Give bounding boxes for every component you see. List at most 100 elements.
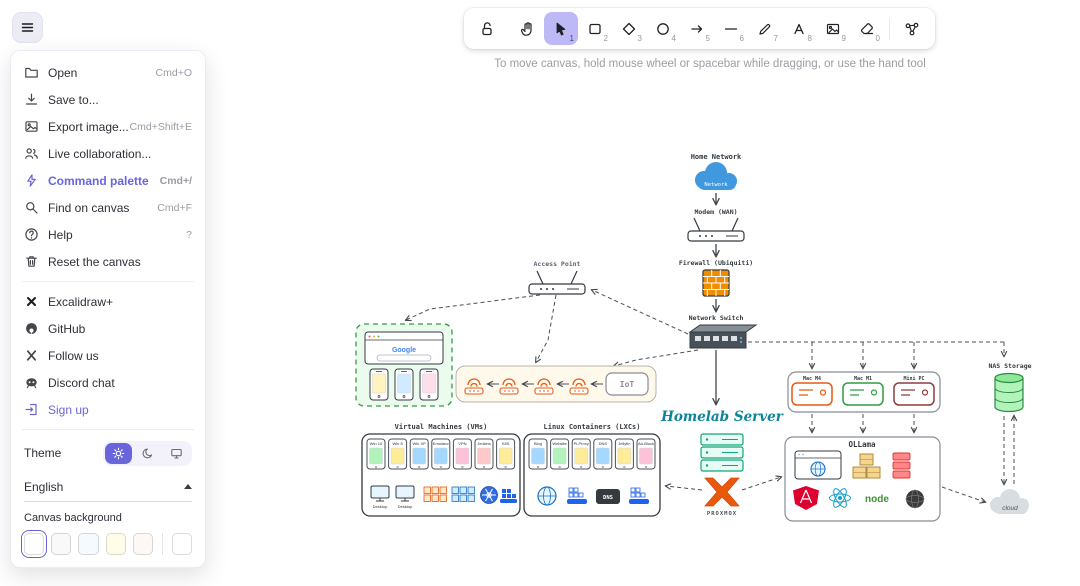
menu-item-command-palette[interactable]: Command palette Cmd+/ <box>18 167 198 194</box>
menu-item-label: Sign up <box>48 403 192 417</box>
tool-key: 5 <box>706 34 710 43</box>
theme-light-button[interactable] <box>105 443 132 464</box>
switch-node[interactable]: Network Switch <box>689 314 756 348</box>
line-icon <box>722 20 740 38</box>
firewall-label: Firewall (Ubiquiti) <box>679 259 753 267</box>
tool-eraser[interactable]: 0 <box>850 12 884 45</box>
svg-text:Emulator: Emulator <box>433 441 450 446</box>
svg-text:DNS: DNS <box>603 495 613 501</box>
menu-item-save-to[interactable]: Save to... <box>18 86 198 113</box>
bg-swatch-gray[interactable] <box>51 533 71 555</box>
theme-dark-button[interactable] <box>134 443 161 464</box>
menu-item-label: Discord chat <box>48 376 192 390</box>
tool-key: 3 <box>638 34 642 43</box>
tool-diamond[interactable]: 3 <box>612 12 646 45</box>
tool-key: 4 <box>672 34 676 43</box>
client-devices-group[interactable]: Google <box>356 324 452 406</box>
dash-ollama-cloud <box>942 487 985 502</box>
dash-ap-clients <box>406 295 540 320</box>
ollama-group[interactable]: OLLama node <box>785 437 940 521</box>
svg-text:Jenkins: Jenkins <box>477 441 491 446</box>
menu-item-follow-us[interactable]: Follow us <box>18 342 198 369</box>
dash-switch-iot <box>614 350 698 366</box>
tool-key: 0 <box>876 34 880 43</box>
svg-text:Mac M1: Mac M1 <box>854 376 872 382</box>
bg-swatch-pink[interactable] <box>133 533 153 555</box>
bg-swatch-white[interactable] <box>24 533 44 555</box>
tool-text[interactable]: 8 <box>782 12 816 45</box>
tool-hand[interactable] <box>510 12 544 45</box>
browser-globe-icon <box>795 451 841 479</box>
cloud-node[interactable]: cloud <box>990 489 1029 514</box>
modem-node[interactable]: Modem (WAN) <box>688 208 744 241</box>
lxc-group[interactable]: Linux Containers (LXCs) Blog Website Pi-… <box>524 423 660 516</box>
tool-image[interactable]: 9 <box>816 12 850 45</box>
homelab-title: Homelab Server <box>660 409 784 425</box>
menu-item-github[interactable]: GitHub <box>18 315 198 342</box>
tool-key: 6 <box>740 34 744 43</box>
menu-item-shortcut: ? <box>186 229 192 241</box>
menu-item-shortcut: Cmd+O <box>156 67 192 79</box>
menu-item-reset-canvas[interactable]: Reset the canvas <box>18 248 198 275</box>
menu-item-find-on-canvas[interactable]: Find on canvas Cmd+F <box>18 194 198 221</box>
theme-row: Theme <box>18 436 198 470</box>
menu-item-label: Open <box>48 66 156 80</box>
switch-label: Network Switch <box>689 314 744 322</box>
menu-divider <box>22 281 194 282</box>
text-icon <box>790 20 808 38</box>
google-text: Google <box>392 347 416 354</box>
diamond-icon <box>620 20 638 38</box>
sign-in-icon <box>24 402 39 417</box>
menu-item-live-collaboration[interactable]: Live collaboration... <box>18 140 198 167</box>
hamburger-menu-button[interactable] <box>12 12 43 43</box>
language-select[interactable]: English <box>24 472 192 502</box>
dash-switch-ap <box>592 290 688 334</box>
swatch-divider <box>162 533 163 555</box>
menu-item-excalidraw-plus[interactable]: Excalidraw+ <box>18 288 198 315</box>
tool-rectangle[interactable]: 2 <box>578 12 612 45</box>
iot-label: IoT <box>620 380 635 389</box>
export-image-icon <box>24 119 39 134</box>
node-logo: node <box>865 494 889 505</box>
menu-item-export-image[interactable]: Export image... Cmd+Shift+E <box>18 113 198 140</box>
vms-group[interactable]: Virtual Machines (VMs) Win 10 Win 8 Win … <box>362 423 520 516</box>
tool-lock[interactable] <box>470 12 504 45</box>
ollama-title: OLLama <box>848 440 876 449</box>
menu-item-help[interactable]: Help ? <box>18 221 198 248</box>
tool-draw[interactable]: 7 <box>748 12 782 45</box>
menu-item-sign-up[interactable]: Sign up <box>18 396 198 423</box>
tool-line[interactable]: 6 <box>714 12 748 45</box>
homelab-node[interactable]: Homelab Server PROXMOX <box>660 409 784 517</box>
lxc-title: Linux Containers (LXCs) <box>544 423 641 431</box>
bg-swatch-blue[interactable] <box>78 533 98 555</box>
iot-group[interactable]: IoT <box>456 366 656 402</box>
menu-item-label: Excalidraw+ <box>48 295 192 309</box>
tool-more-tools[interactable] <box>895 12 929 45</box>
kubernetes-icon <box>481 487 498 504</box>
bg-swatch-custom[interactable] <box>172 533 192 555</box>
moon-icon <box>141 447 154 460</box>
nas-node[interactable]: NAS Storage <box>988 362 1031 412</box>
svg-text:K8S: K8S <box>502 441 510 446</box>
access-point-label: Access Point <box>534 260 581 268</box>
search-icon <box>24 200 39 215</box>
help-icon <box>24 227 39 242</box>
menu-item-discord[interactable]: Discord chat <box>18 369 198 396</box>
theme-system-button[interactable] <box>163 443 190 464</box>
tool-key: 2 <box>604 34 608 43</box>
tool-arrow[interactable]: 5 <box>680 12 714 45</box>
menu-item-label: Find on canvas <box>48 201 157 215</box>
home-network-node[interactable]: Home Network Network <box>691 153 742 190</box>
firewall-node[interactable]: Firewall (Ubiquiti) <box>679 259 753 296</box>
svg-text:Blog: Blog <box>534 441 542 446</box>
svg-text:VPN: VPN <box>458 441 466 446</box>
tool-ellipse[interactable]: 4 <box>646 12 680 45</box>
theme-toggle <box>103 441 192 466</box>
bg-swatch-yellow[interactable] <box>106 533 126 555</box>
access-point-node[interactable]: Access Point <box>529 260 585 294</box>
image-icon <box>824 20 842 38</box>
nas-label: NAS Storage <box>988 362 1031 370</box>
menu-item-open[interactable]: Open Cmd+O <box>18 59 198 86</box>
mac-cluster-group[interactable]: Mac M4 Mac M1 Mini PC <box>788 372 940 412</box>
tool-selection[interactable]: 1 <box>544 12 578 45</box>
